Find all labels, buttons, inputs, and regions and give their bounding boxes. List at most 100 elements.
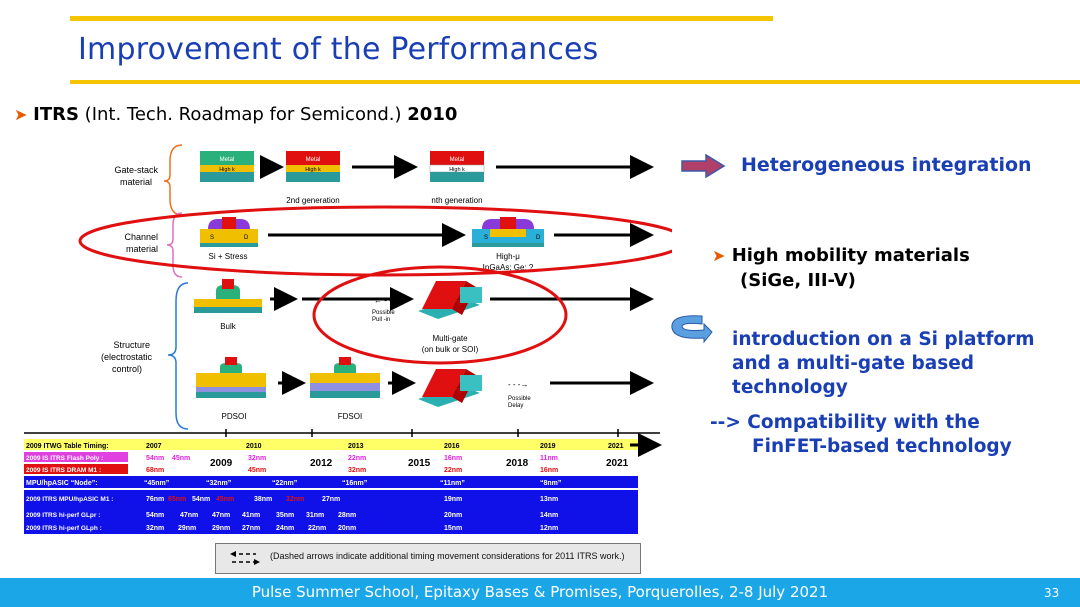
- svg-text:2009 ITRS hi-perf GLph :: 2009 ITRS hi-perf GLph :: [26, 525, 102, 532]
- svg-text:“8nm”: “8nm”: [540, 480, 561, 487]
- svg-text:2009 IS ITRS Flash Poly :: 2009 IS ITRS Flash Poly :: [26, 455, 103, 462]
- svg-text:47nm: 47nm: [180, 512, 198, 519]
- multigate-device-1: [418, 281, 482, 319]
- metal-block-1: [200, 151, 254, 165]
- svg-text:54nm: 54nm: [146, 455, 164, 462]
- high-mu-label: High-μ: [496, 252, 520, 261]
- row-label-gate-stack-2: material: [120, 177, 152, 187]
- top-accent-bar: [70, 16, 773, 21]
- svg-text:2016: 2016: [444, 443, 460, 450]
- itrs-year: 2010: [407, 104, 458, 125]
- svg-text:S: S: [484, 235, 488, 241]
- svg-text:27nm: 27nm: [242, 525, 260, 532]
- svg-text:Delay: Delay: [508, 403, 523, 409]
- brace-gate-stack: [163, 144, 183, 216]
- svg-text:32nm: 32nm: [248, 455, 266, 462]
- itrs-text: (Int. Tech. Roadmap for Semicond.): [78, 104, 408, 125]
- svg-text:MPU/hpASIC “Node”:: MPU/hpASIC “Node”:: [26, 480, 98, 487]
- svg-text:2007: 2007: [146, 443, 162, 450]
- legend-text: (Dashed arrows indicate additional timin…: [270, 551, 625, 561]
- svg-text:2021: 2021: [608, 443, 624, 450]
- footer-bar: [0, 578, 1080, 607]
- pdsoi-device: [196, 373, 266, 387]
- mobility-bullet: ➤ High mobility materials: [712, 245, 970, 266]
- svg-text:22nm: 22nm: [308, 525, 326, 532]
- svg-text:“32nm”: “32nm”: [206, 480, 231, 487]
- bullet-arrow-icon: ➤: [712, 246, 726, 265]
- svg-text:19nm: 19nm: [444, 496, 462, 503]
- row-label-structure-2: (electrostatic: [101, 352, 153, 362]
- timing-table: 2009 ITWG Table Timing: 2007 2010 2013 2…: [24, 433, 662, 534]
- svg-text:54nm: 54nm: [192, 496, 210, 503]
- svg-text:2015: 2015: [408, 458, 431, 469]
- compat-line1: --> Compatibility with the: [710, 412, 980, 433]
- row-label-structure: Structure: [113, 340, 150, 350]
- svg-text:“11nm”: “11nm”: [440, 480, 465, 487]
- bullet-arrow-icon: ➤: [14, 105, 28, 124]
- compat-line2: FinFET-based technology: [752, 436, 1012, 457]
- svg-text:Pull -in: Pull -in: [372, 317, 390, 323]
- itrs-roadmap-figure: Gate-stack material Channel material Str…: [24, 144, 672, 534]
- svg-text:13nm: 13nm: [540, 496, 558, 503]
- channel-highlight-ellipse: [78, 205, 672, 277]
- row-label-structure-3: control): [112, 364, 142, 374]
- multigate-label-2: (on bulk or SOI): [422, 345, 479, 354]
- row-label-gate-stack: Gate-stack: [114, 165, 158, 175]
- nth-gen-label: nth generation: [431, 196, 482, 205]
- mobility-line1: High mobility materials: [731, 245, 970, 266]
- channel-device-1: [200, 229, 258, 243]
- right-arrow-icon: [681, 153, 726, 179]
- svg-text:16nm: 16nm: [444, 455, 462, 462]
- svg-text:Possible: Possible: [372, 310, 395, 316]
- svg-text:2019: 2019: [540, 443, 556, 450]
- svg-text:32nm: 32nm: [146, 525, 164, 532]
- svg-text:45nm: 45nm: [216, 496, 234, 503]
- svg-text:22nm: 22nm: [444, 467, 462, 474]
- svg-text:76nm: 76nm: [146, 496, 164, 503]
- svg-text:2021: 2021: [606, 458, 629, 469]
- svg-text:2009 ITRS hi-perf GLpr :: 2009 ITRS hi-perf GLpr :: [26, 512, 100, 519]
- svg-text:14nm: 14nm: [540, 512, 558, 519]
- delay-arrow: - - -→: [508, 380, 528, 389]
- svg-text:38nm: 38nm: [254, 496, 272, 503]
- svg-text:2013: 2013: [348, 443, 364, 450]
- fdsoi-device: [310, 373, 380, 383]
- high-mu-sub-label: InGaAs; Ge; ?: [483, 263, 534, 272]
- pdsoi-label: PDSOI: [222, 412, 247, 421]
- hetero-integration-text: Heterogeneous integration: [741, 154, 1032, 176]
- slide-title: Improvement of the Performances: [78, 32, 599, 67]
- svg-text:“16nm”: “16nm”: [342, 480, 367, 487]
- svg-text:2009 ITRS MPU/hpASIC M1 :: 2009 ITRS MPU/hpASIC M1 :: [26, 496, 113, 503]
- multigate-device-2: [418, 369, 482, 407]
- fdsoi-label: FDSOI: [338, 412, 362, 421]
- svg-text:12nm: 12nm: [540, 525, 558, 532]
- metal-block-2: [286, 151, 340, 165]
- multigate-highlight-ellipse: [312, 265, 568, 365]
- svg-text:29nm: 29nm: [212, 525, 230, 532]
- svg-text:27nm: 27nm: [322, 496, 340, 503]
- svg-text:20nm: 20nm: [338, 525, 356, 532]
- si-stress-label: Si + Stress: [209, 252, 248, 261]
- svg-text:D: D: [536, 235, 541, 241]
- svg-text:29nm: 29nm: [178, 525, 196, 532]
- brace-channel: [166, 212, 183, 278]
- title-underline-bar: [70, 80, 1080, 84]
- svg-text:“45nm”: “45nm”: [144, 480, 169, 487]
- page-number: 33: [1044, 586, 1060, 600]
- svg-text:32nm: 32nm: [286, 496, 304, 503]
- svg-text:65nm: 65nm: [168, 496, 186, 503]
- intro-line3: technology: [732, 377, 848, 398]
- dashed-arrows-icon: [230, 551, 260, 565]
- svg-text:68nm: 68nm: [146, 467, 164, 474]
- itrs-bullet: ➤ ITRS (Int. Tech. Roadmap for Semicond.…: [14, 104, 457, 125]
- row-label-channel: Channel: [124, 232, 158, 242]
- svg-text:11nm: 11nm: [540, 455, 558, 462]
- svg-text:54nm: 54nm: [146, 512, 164, 519]
- multigate-label: Multi-gate: [432, 334, 468, 343]
- svg-text:2009 ITWG Table Timing:: 2009 ITWG Table Timing:: [26, 443, 109, 450]
- svg-text:22nm: 22nm: [348, 455, 366, 462]
- curved-arrow-icon: [671, 315, 713, 344]
- pullin-arrow: ← - - -: [374, 296, 397, 305]
- svg-text:High k: High k: [449, 167, 465, 173]
- svg-text:31nm: 31nm: [306, 512, 324, 519]
